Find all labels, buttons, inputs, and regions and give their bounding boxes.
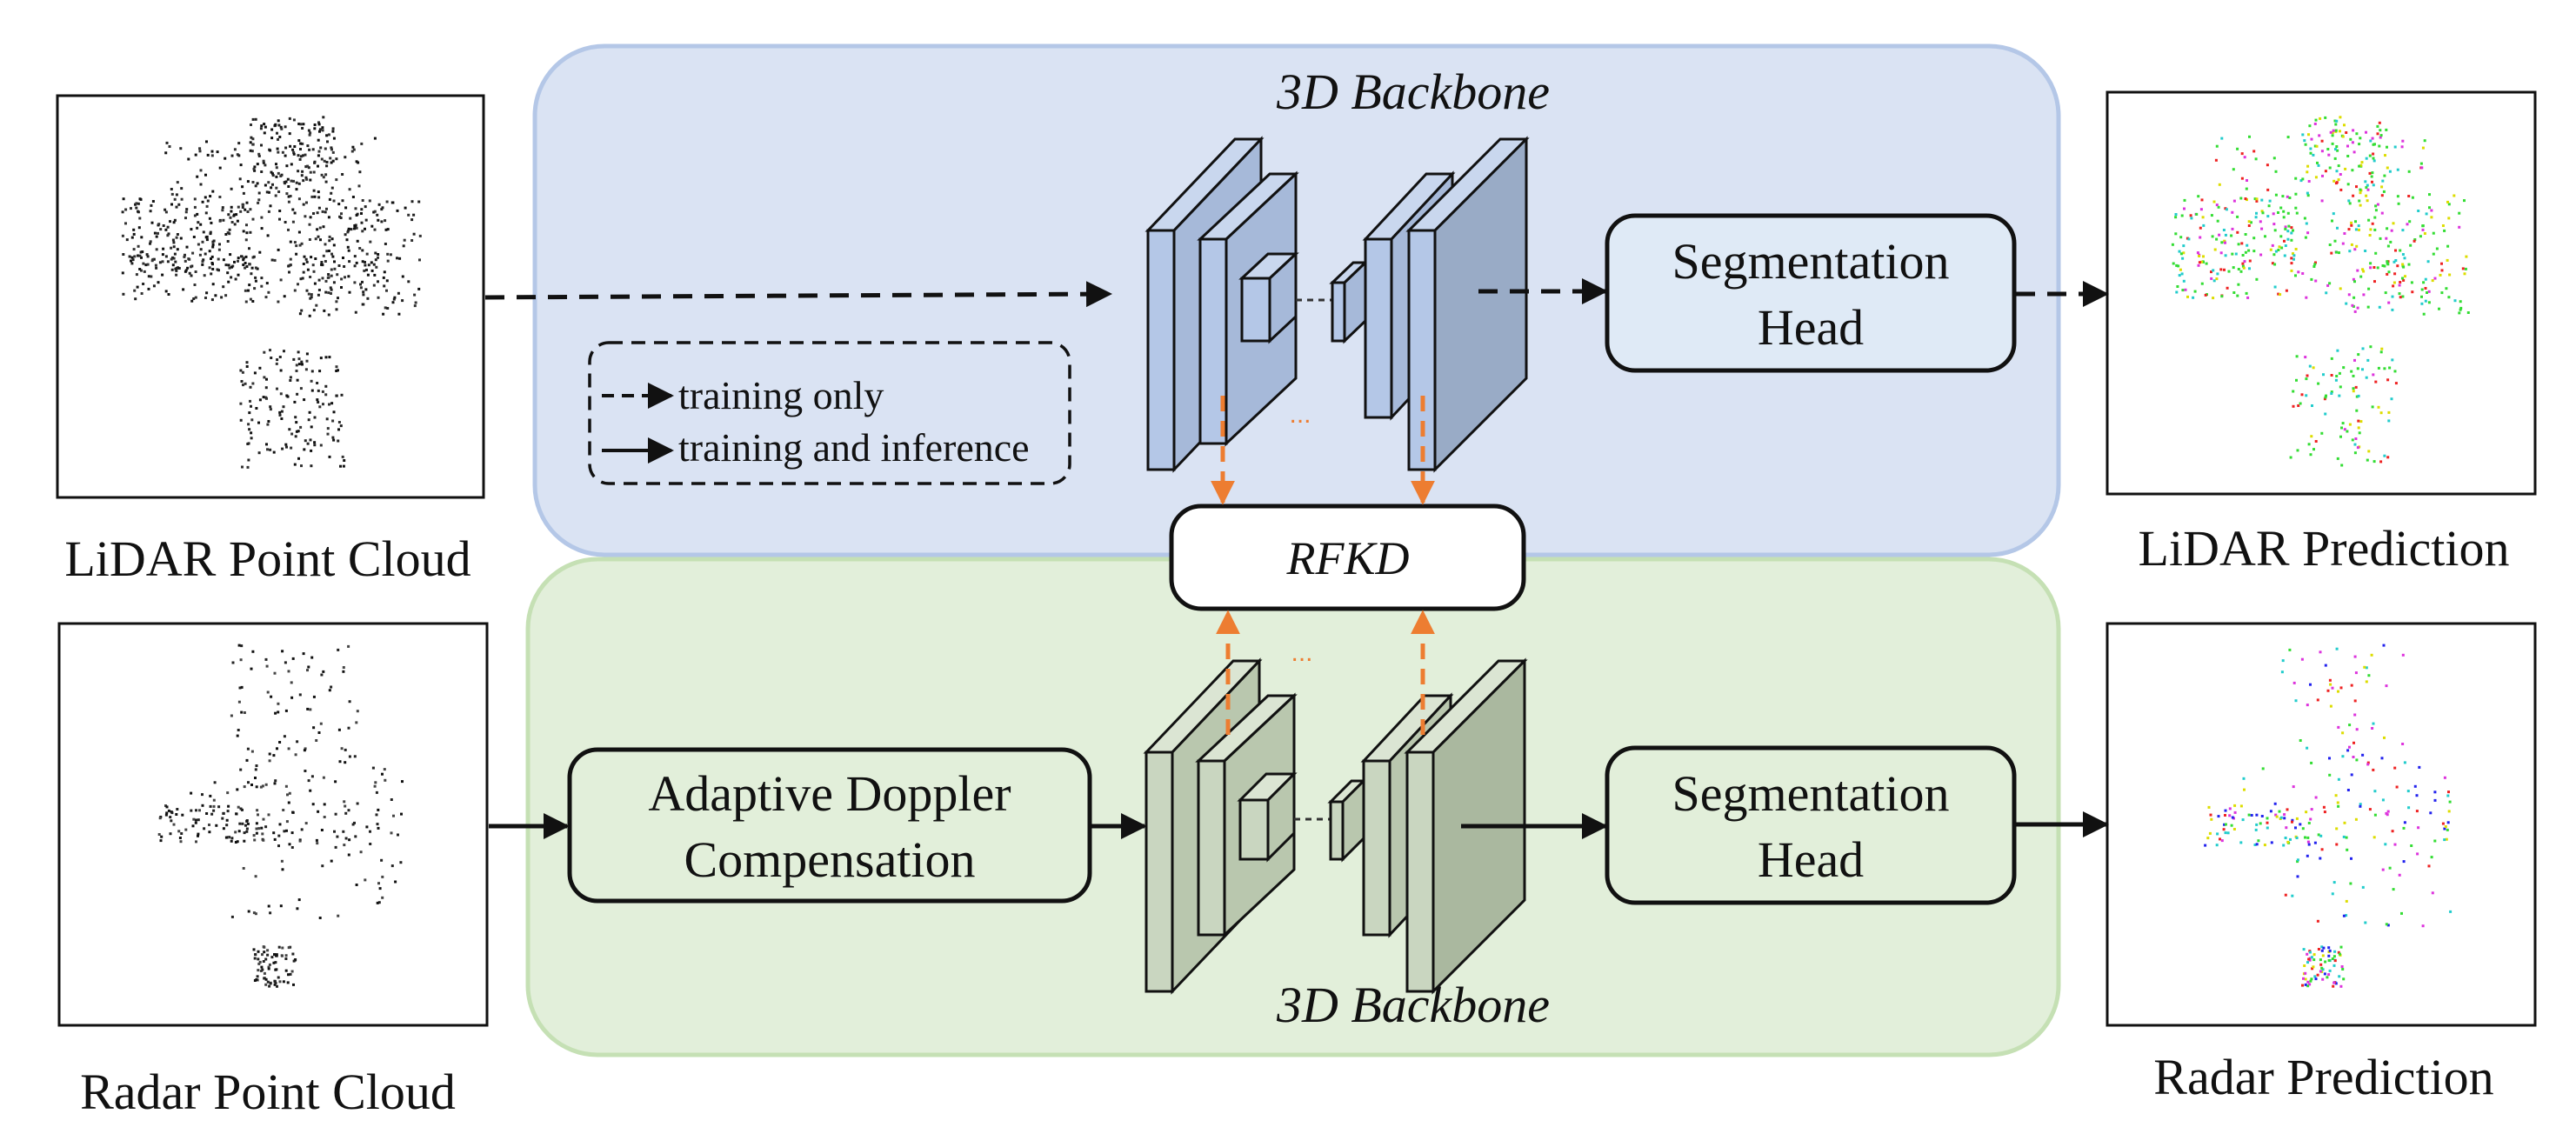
adaptive-doppler-line2: Compensation — [684, 831, 975, 888]
legend-box — [588, 341, 1071, 485]
lidar-point-cloud-image — [56, 94, 485, 499]
top-backbone-ellipsis: ... — [1289, 400, 1311, 429]
radar-prediction-image — [2106, 622, 2537, 1027]
seg-head-top-line2: Head — [1758, 299, 1864, 356]
seg-head-bottom-line1: Segmentation — [1672, 765, 1950, 822]
top-backbone-decoder — [1329, 136, 1530, 473]
top-backbone-encoder — [1145, 136, 1299, 473]
lidar-point-cloud-dots — [121, 116, 422, 469]
lidar-prediction-image — [2106, 90, 2537, 496]
legend-training-inference: training and inference — [678, 425, 1030, 470]
backbone-top-label: 3D Backbone — [1276, 63, 1550, 120]
rfkd-box — [1169, 504, 1526, 611]
radar-point-cloud-label: Radar Point Cloud — [80, 1064, 456, 1120]
radar-prediction-dots — [2204, 644, 2453, 988]
radar-point-cloud-dots — [157, 644, 404, 988]
seg-head-top-line1: Segmentation — [1672, 233, 1950, 290]
arrow-lidar-to-backbone — [484, 281, 1112, 308]
legend-training-only: training only — [678, 373, 884, 417]
seg-head-bottom-line2: Head — [1758, 831, 1864, 888]
lidar-prediction-label: LiDAR Prediction — [2139, 520, 2510, 577]
adaptive-doppler-line1: Adaptive Doppler — [648, 765, 1011, 822]
lidar-prediction-dots — [2171, 116, 2470, 467]
rfkd-label: RFKD — [1286, 532, 1410, 584]
lidar-point-cloud-label: LiDAR Point Cloud — [64, 530, 470, 587]
bottom-backbone-encoder — [1143, 657, 1298, 995]
adaptive-doppler-box — [567, 747, 1092, 904]
bottom-backbone-ellipsis: ... — [1291, 638, 1312, 667]
bottom-backbone-decoder — [1327, 657, 1528, 995]
radar-prediction-label: Radar Prediction — [2153, 1049, 2493, 1105]
radar-point-cloud-image — [57, 622, 489, 1027]
